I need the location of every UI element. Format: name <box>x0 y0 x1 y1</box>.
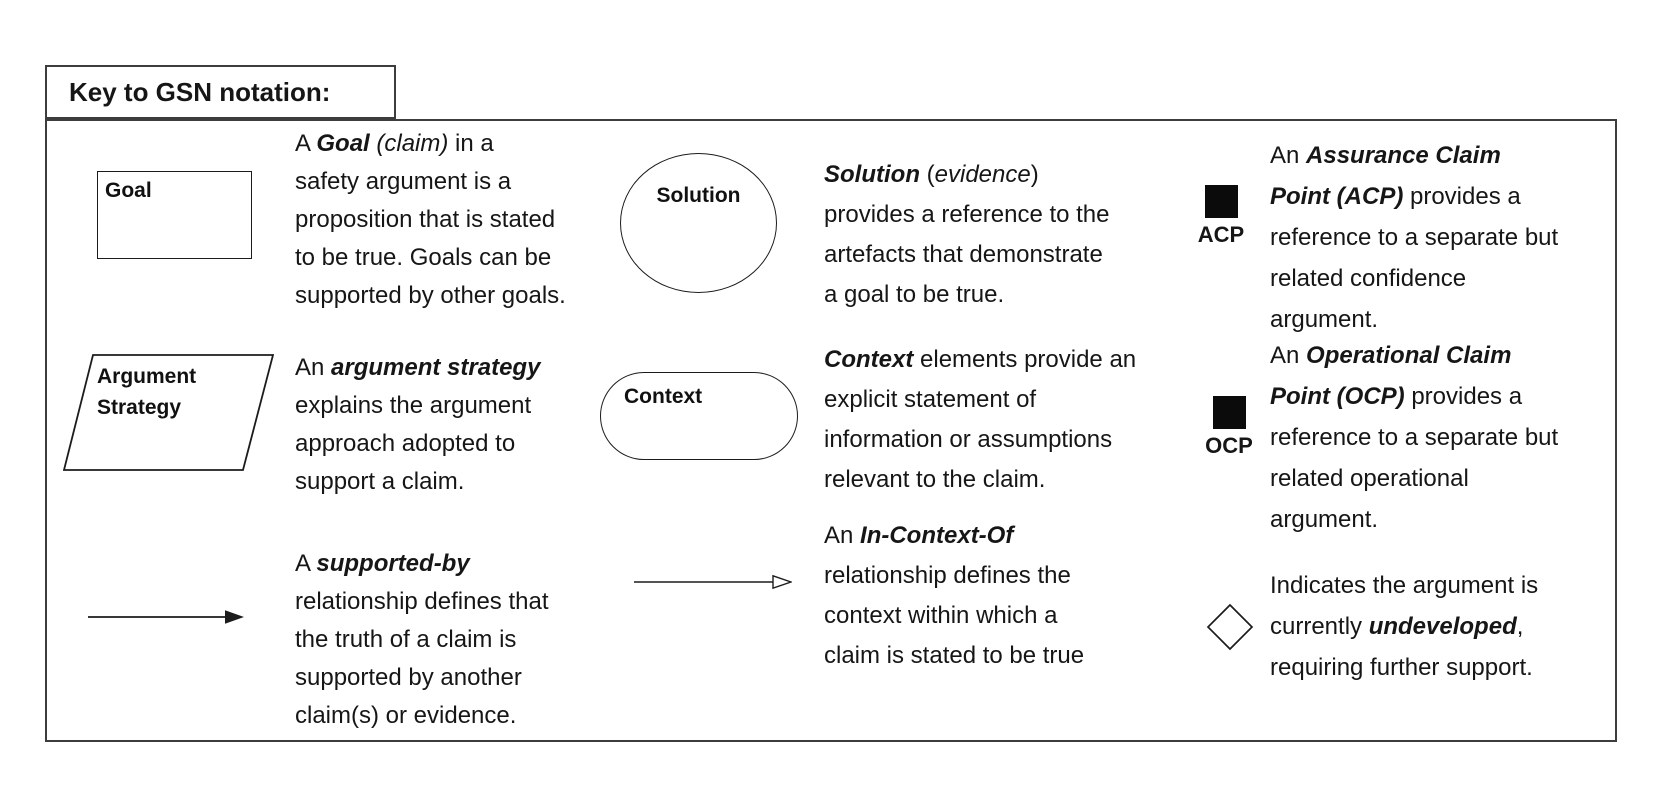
acp-filled-square-icon <box>1204 185 1238 218</box>
strategy-symbol-label: Argument Strategy <box>97 361 196 423</box>
solution-description: Solution (evidence)provides a reference … <box>824 161 1110 308</box>
strategy-symbol-label-line1: Argument <box>97 365 197 388</box>
context-symbol-label: Context <box>624 385 703 408</box>
ocp-filled-square-icon <box>1212 396 1246 429</box>
ocp-symbol-label: OCP <box>1205 433 1253 458</box>
undeveloped-diamond-icon <box>1206 603 1254 651</box>
parallelogram-shape-icon <box>63 354 274 471</box>
goal-symbol-label: Goal <box>105 179 152 202</box>
acp-symbol: ACP <box>1193 185 1249 248</box>
key-title: Key to GSN notation: <box>69 76 331 107</box>
key-outer-box <box>45 119 1617 742</box>
strategy-symbol-label-line2: Strategy <box>97 396 182 419</box>
context-rounded-box-symbol: Context <box>600 372 798 460</box>
goal-rectangle-symbol: Goal <box>97 171 252 259</box>
ocp-symbol: OCP <box>1201 396 1257 459</box>
solution-circle-symbol: Solution <box>620 153 777 293</box>
acp-symbol-label: ACP <box>1197 222 1245 247</box>
in-context-of-arrow-icon <box>634 571 792 593</box>
supported-by-arrow-icon <box>88 606 244 628</box>
solution-symbol-label: Solution <box>656 184 741 207</box>
key-title-box: Key to GSN notation: <box>45 65 396 119</box>
strategy-parallelogram-symbol <box>63 354 274 471</box>
